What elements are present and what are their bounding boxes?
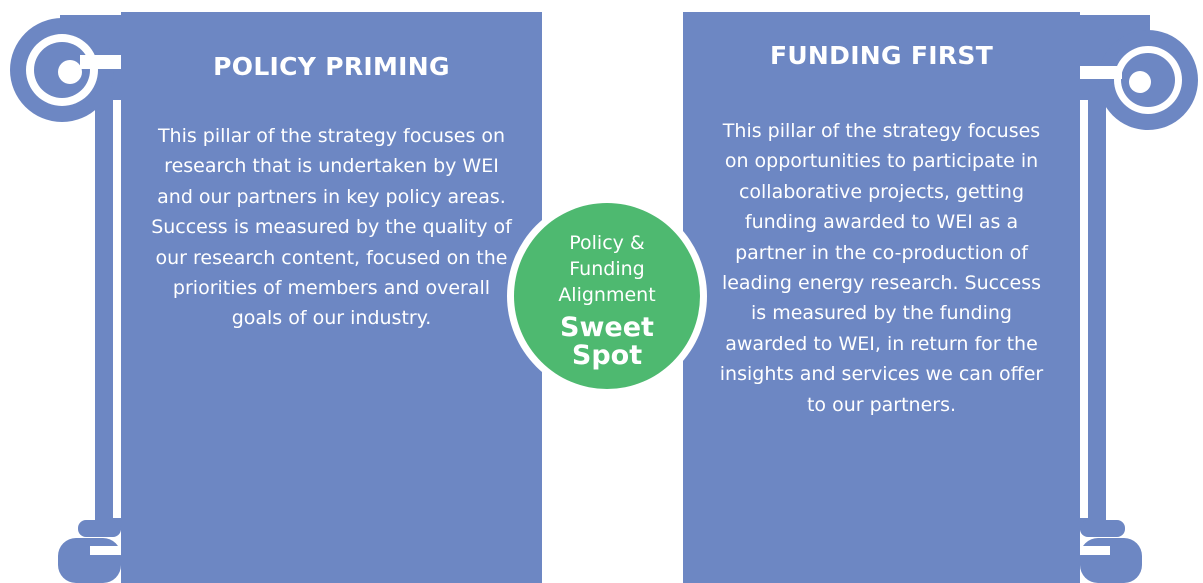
right-base-rule — [1080, 546, 1110, 555]
sweet-spot-inner: Policy & Funding Alignment Sweet Spot — [514, 203, 700, 389]
left-shaft-flute — [113, 100, 121, 518]
left-capital-rule — [80, 55, 121, 69]
sweet-spot-circle: Policy & Funding Alignment Sweet Spot — [507, 196, 707, 396]
left-volute-eye — [58, 60, 82, 84]
sweet-spot-strong-1: Sweet — [560, 312, 654, 343]
right-base-top — [1080, 520, 1125, 537]
right-pillar-body: This pillar of the strategy focuses on o… — [719, 120, 1044, 416]
left-pillar-body: This pillar of the strategy focuses on r… — [151, 125, 512, 330]
right-column-icon — [1080, 15, 1198, 583]
left-column-icon — [10, 15, 121, 583]
right-volute-eye — [1129, 71, 1151, 93]
sweet-spot-line-3: Alignment — [558, 284, 656, 306]
sweet-spot-line-2: Funding — [569, 258, 645, 280]
left-pillar-title: POLICY PRIMING — [213, 52, 450, 81]
left-base-bottom — [58, 538, 121, 583]
sweet-spot-strong-2: Spot — [571, 340, 643, 371]
sweet-spot-line-1: Policy & — [569, 232, 645, 254]
right-shaft-flute — [1080, 100, 1088, 518]
right-capital-rule — [1080, 66, 1122, 79]
right-pillar-title: FUNDING FIRST — [769, 41, 994, 70]
left-base-rule — [90, 546, 121, 555]
left-pillar-panel: POLICY PRIMING This pillar of the strate… — [121, 12, 542, 583]
left-base-top — [78, 520, 121, 537]
right-pillar-panel: FUNDING FIRST This pillar of the strateg… — [683, 12, 1080, 583]
right-base-bottom — [1080, 538, 1142, 583]
